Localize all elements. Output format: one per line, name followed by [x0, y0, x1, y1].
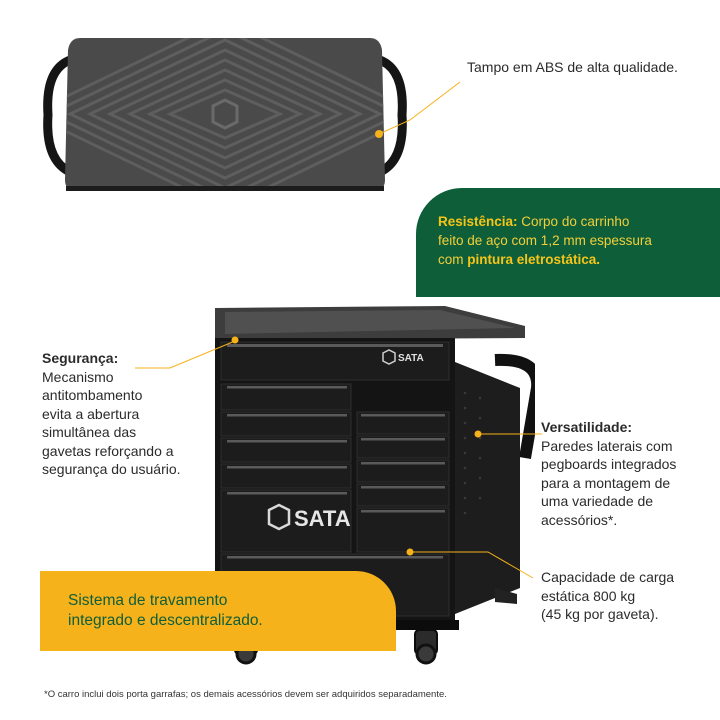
- front-right-wheel: [415, 643, 437, 665]
- electrostatic-paint-highlight: pintura eletrostática.: [467, 252, 601, 267]
- capacity-callout-line: [410, 551, 534, 579]
- resistance-text: Resistência: Corpo do carrinho feito de …: [438, 214, 652, 267]
- pegboard-callout-line: [480, 433, 542, 435]
- versatility-callout: Versatilidade: Paredes laterais com pegb…: [541, 418, 711, 529]
- locking-system-text: Sistema de travamento integrado e descen…: [68, 592, 263, 629]
- lid-callout-line: [409, 81, 461, 121]
- resistance-heading: Resistência:: [438, 214, 518, 229]
- safety-callout: Segurança: Mecanismo antitombamento evit…: [42, 349, 217, 479]
- lid-caption: Tampo em ABS de alta qualidade.: [467, 59, 678, 75]
- pegboard-callout-dot: [474, 430, 482, 438]
- capacity-callout: Capacidade de carga estática 800 kg (45 …: [541, 569, 675, 622]
- locking-system-card: [40, 571, 396, 651]
- lid-logo-icon: [211, 98, 239, 130]
- right-handle: [377, 55, 407, 177]
- resistance-card: [416, 188, 720, 297]
- footnote: *O carro inclui dois porta garrafas; os …: [44, 689, 447, 700]
- safety-callout-line: [135, 340, 236, 369]
- left-handle: [43, 55, 73, 177]
- cabinet-side-handle: [494, 353, 535, 460]
- safety-heading: Segurança:: [42, 350, 119, 366]
- versatility-heading: Versatilidade:: [541, 419, 633, 435]
- tray-lid-illustration: [43, 38, 410, 191]
- cabinet-logo-small: SATA: [382, 349, 424, 365]
- cabinet-logo-large: SATA: [267, 503, 351, 531]
- logo-text-large: SATA: [294, 506, 351, 531]
- logo-text-small: SATA: [398, 353, 424, 364]
